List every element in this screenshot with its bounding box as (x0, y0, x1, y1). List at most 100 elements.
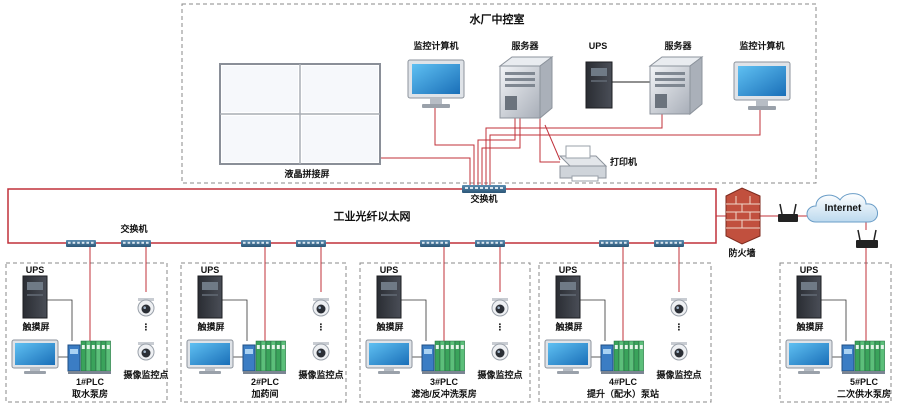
station-plc-label: 2#PLC (251, 377, 280, 387)
internet-label: Internet (825, 203, 862, 214)
station-touch-screen-icon (544, 339, 592, 374)
station-name-label: 滤池/反冲洗泵房 (411, 388, 477, 399)
ring-label: 工业光纤以太网 (334, 209, 411, 223)
fiber-ring (7, 188, 717, 244)
station-touch-screen-icon (365, 339, 413, 374)
station-camera-ellipsis: ⋮ (317, 322, 326, 332)
station-camera-label: 摄像监控点 (656, 369, 701, 380)
station-plc-switch-icon (66, 240, 96, 247)
station-touch-label: 触摸屏 (21, 321, 49, 332)
station-plc-icon (242, 340, 286, 374)
station-plc-label: 1#PLC (76, 377, 105, 387)
station-camera-ellipsis: ⋮ (496, 322, 505, 332)
station-touch-label: 触摸屏 (375, 321, 403, 332)
station-plc-icon (421, 340, 465, 374)
station-plc-label: 5#PLC (850, 377, 879, 387)
core-switch-icon (462, 185, 506, 193)
station-name-label: 取水泵房 (72, 388, 108, 399)
server-left-icon (498, 56, 554, 120)
station-ups-label: UPS (26, 265, 45, 275)
station-plc-label: 4#PLC (609, 377, 638, 387)
station-ups-icon (197, 275, 223, 319)
station-ups-icon (796, 275, 822, 319)
station-plc-switch-icon (599, 240, 629, 247)
station-ups-label: UPS (380, 265, 399, 275)
printer-icon (558, 145, 608, 182)
station-ups-link (401, 299, 427, 341)
station-panel (180, 262, 347, 403)
station-ups-icon (376, 275, 402, 319)
station-camera-switch-icon (296, 240, 326, 247)
station-camera-top-icon (137, 298, 155, 317)
router-left-icon (778, 203, 798, 222)
station-ups-icon (555, 275, 581, 319)
station-plc-switch-icon (241, 240, 271, 247)
station-plc-icon (841, 340, 885, 374)
station-ups-link (47, 299, 73, 341)
station-camera-switch-icon (475, 240, 505, 247)
station-camera-label: 摄像监控点 (477, 369, 522, 380)
station-camera-ellipsis: ⋮ (142, 322, 151, 332)
station-panel (779, 262, 892, 403)
lcd-video-wall (219, 63, 381, 165)
server-left-label: 服务器 (511, 40, 539, 51)
router-right-icon (856, 229, 878, 248)
ups-control-label: UPS (589, 41, 608, 51)
station-plc-icon (67, 340, 111, 374)
station-panel (359, 262, 531, 403)
station-touch-screen-icon (785, 339, 833, 374)
monitor-pc-left-label: 监控计算机 (413, 40, 458, 51)
station-touch-label: 触摸屏 (196, 321, 224, 332)
station-camera-top-icon (670, 298, 688, 317)
station-ups-label: UPS (800, 265, 819, 275)
firewall-label: 防火墙 (728, 247, 755, 258)
internet-cloud-icon (806, 193, 878, 223)
station-camera-bottom-icon (312, 342, 330, 361)
control-room-links (375, 108, 761, 185)
station-plc-icon (600, 340, 644, 374)
station-camera-bottom-icon (137, 342, 155, 361)
station-panel (538, 262, 712, 403)
lcd-wall-label: 液晶拼接屏 (284, 168, 329, 179)
station-touch-screen-icon (186, 339, 234, 374)
core-switch-label: 交换机 (470, 193, 497, 204)
station-camera-label: 摄像监控点 (298, 369, 343, 380)
station-ups-link (222, 299, 248, 341)
station-touch-label: 触摸屏 (795, 321, 823, 332)
station-ups-link (821, 299, 847, 341)
station-ups-icon (22, 275, 48, 319)
station-camera-ellipsis: ⋮ (675, 322, 684, 332)
station-touch-label: 触摸屏 (554, 321, 582, 332)
station-camera-switch-icon (654, 240, 684, 247)
station-plc-switch-icon (420, 240, 450, 247)
station-camera-label: 摄像监控点 (123, 369, 168, 380)
printer-label: 打印机 (610, 156, 637, 167)
station-camera-bottom-icon (670, 342, 688, 361)
station-camera-top-icon (312, 298, 330, 317)
control-room-title: 水厂中控室 (470, 12, 525, 26)
monitor-pc-left-icon (407, 59, 465, 108)
station-ups-link (580, 299, 606, 341)
server-right-label: 服务器 (664, 40, 692, 51)
server-right-icon (648, 56, 704, 116)
station-ups-label: UPS (559, 265, 578, 275)
control-room-panel (181, 3, 817, 184)
station-ups-label: UPS (201, 265, 220, 275)
switch-label: 交换机 (120, 223, 147, 234)
station-name-label: 提升（配水）泵站 (587, 388, 659, 399)
station-name-label: 加药间 (250, 388, 278, 399)
station-panel (5, 262, 168, 403)
station-plc-label: 3#PLC (430, 377, 459, 387)
firewall-icon (725, 187, 761, 245)
station-camera-switch-icon (121, 240, 151, 247)
monitor-pc-right-label: 监控计算机 (739, 40, 784, 51)
monitor-pc-right-icon (733, 61, 791, 110)
